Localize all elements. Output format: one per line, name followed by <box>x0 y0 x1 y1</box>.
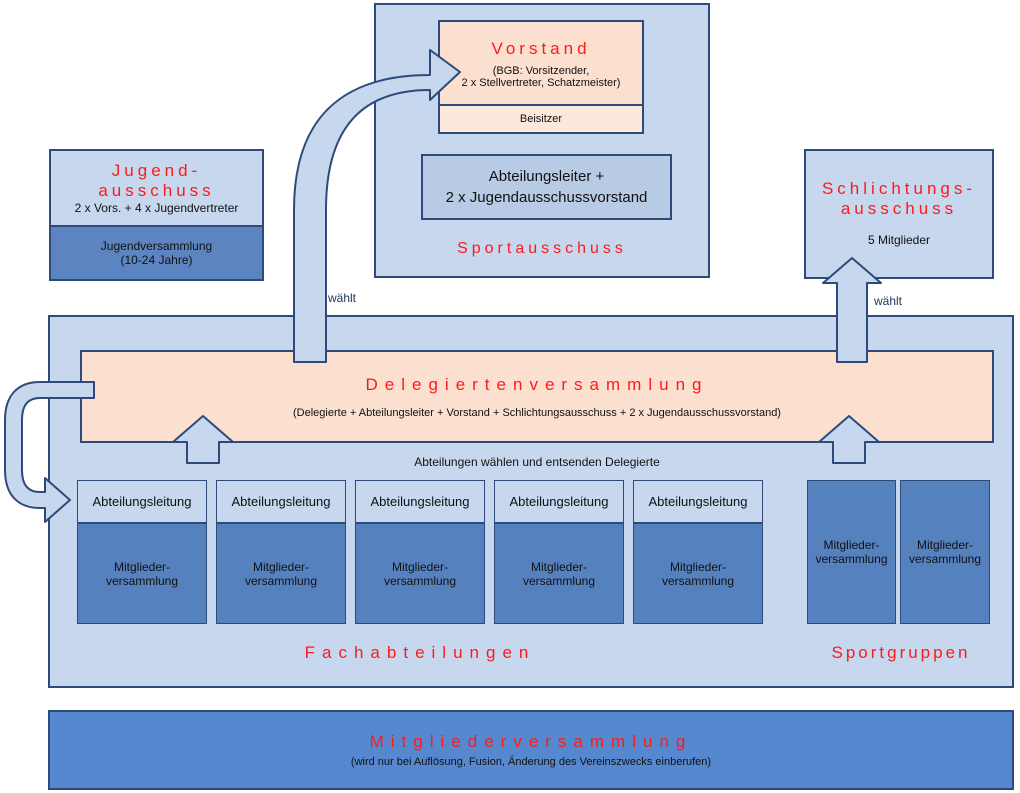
sportausschuss-composition-box: Abteilungsleiter + 2 x Jugendausschussvo… <box>421 154 672 220</box>
waehlt-left-label: wählt <box>327 291 357 305</box>
schlichtungsausschuss-title-line2: ausschuss <box>840 199 958 218</box>
department-assembly: Mitglieder- versammlung <box>77 523 207 624</box>
mitgliederversammlung-note: (wird nur bei Auflösung, Fusion, Änderun… <box>350 756 712 768</box>
mitgliederversammlung-title: Mitgliederversammlung <box>369 732 693 751</box>
vorstand-members-line2: 2 x Stellvertreter, Schatzmeister) <box>461 77 621 89</box>
department-assembly-line1: Mitglieder- <box>669 559 726 574</box>
beisitzer-label: Beisitzer <box>519 113 563 125</box>
department-head: Abteilungsleitung <box>494 480 624 523</box>
sportgruppe-assembly-line2: versammlung <box>908 552 982 566</box>
vorstand-box: Vorstand (BGB: Vorsitzender, 2 x Stellve… <box>438 20 644 106</box>
delegiertenversammlung-composition: (Delegierte + Abteilungsleiter + Vorstan… <box>293 406 781 419</box>
jugendausschuss-members: 2 x Vors. + 4 x Jugendvertreter <box>74 201 239 215</box>
department-head-label: Abteilungsleitung <box>509 494 609 509</box>
department-assembly-line2: versammlung <box>661 573 735 588</box>
department-head-label: Abteilungsleitung <box>92 494 192 509</box>
schlichtungsausschuss-box: Schlichtungs- ausschuss 5 Mitglieder <box>804 149 994 279</box>
mitgliederversammlung-box: Mitgliederversammlung (wird nur bei Aufl… <box>48 710 1014 790</box>
up-arrow-right <box>818 415 880 464</box>
departments-elect-label: Abteilungen wählen und entsenden Delegie… <box>414 455 660 469</box>
department-assembly: Mitglieder- versammlung <box>216 523 346 624</box>
sportgruppe-assembly-line1: Mitglieder- <box>916 538 973 552</box>
up-arrow-to-schlichtung <box>822 257 882 363</box>
delegiertenversammlung-title: Delegiertenversammlung <box>365 374 709 394</box>
department-assembly-line1: Mitglieder- <box>252 559 309 574</box>
department-assembly-line1: Mitglieder- <box>391 559 448 574</box>
department-assembly-line2: versammlung <box>383 573 457 588</box>
department-assembly-line2: versammlung <box>244 573 318 588</box>
curved-arrow-to-vorstand <box>293 49 461 363</box>
department-assembly: Mitglieder- versammlung <box>633 523 763 624</box>
up-arrow-left <box>172 415 234 464</box>
jugendausschuss-title-line2: ausschuss <box>98 181 215 200</box>
department-assembly: Mitglieder- versammlung <box>355 523 485 624</box>
fachabteilungen-label: Fachabteilungen <box>304 643 536 662</box>
jugendversammlung-line1: Jugendversammlung <box>100 239 213 253</box>
sportgruppe-assembly-line1: Mitglieder- <box>823 538 880 552</box>
vorstand-members-line1: (BGB: Vorsitzender, <box>492 65 590 77</box>
delegiertenversammlung-box: Delegiertenversammlung (Delegierte + Abt… <box>80 350 994 443</box>
sportgruppe-assembly: Mitglieder- versammlung <box>807 480 896 624</box>
department-head: Abteilungsleitung <box>77 480 207 523</box>
department-head-label: Abteilungsleitung <box>370 494 470 509</box>
department-assembly-line2: versammlung <box>105 573 179 588</box>
waehlt-right-label: wählt <box>873 294 903 308</box>
department-assembly-line1: Mitglieder- <box>530 559 587 574</box>
department-head: Abteilungsleitung <box>355 480 485 523</box>
jugendausschuss-box: Jugend- ausschuss 2 x Vors. + 4 x Jugend… <box>49 149 264 227</box>
department-assembly-line2: versammlung <box>522 573 596 588</box>
sportausschuss-composition-line2: 2 x Jugendausschussvorstand <box>445 189 648 206</box>
curved-arrow-left-loop <box>4 381 95 523</box>
department-head: Abteilungsleitung <box>216 480 346 523</box>
department-head-label: Abteilungsleitung <box>231 494 331 509</box>
schlichtungsausschuss-title-line1: Schlichtungs- <box>821 179 977 198</box>
sportgruppen-label: Sportgruppen <box>831 643 971 662</box>
sportgruppe-assembly-line2: versammlung <box>815 552 888 566</box>
department-head-label: Abteilungsleitung <box>648 494 748 509</box>
schlichtungsausschuss-members: 5 Mitglieder <box>867 233 931 247</box>
jugendversammlung-line2: (10-24 Jahre) <box>120 253 193 267</box>
sportausschuss-composition-line1: Abteilungsleiter + <box>488 168 605 185</box>
vorstand-title: Vorstand <box>491 39 591 58</box>
department-assembly-line1: Mitglieder- <box>113 559 170 574</box>
sportausschuss-title: Sportausschuss <box>457 240 627 257</box>
beisitzer-box: Beisitzer <box>438 104 644 134</box>
department-assembly: Mitglieder- versammlung <box>494 523 624 624</box>
jugendversammlung-box: Jugendversammlung (10-24 Jahre) <box>49 225 264 281</box>
sportgruppe-assembly: Mitglieder- versammlung <box>900 480 990 624</box>
jugendausschuss-title-line1: Jugend- <box>111 161 202 180</box>
department-head: Abteilungsleitung <box>633 480 763 523</box>
